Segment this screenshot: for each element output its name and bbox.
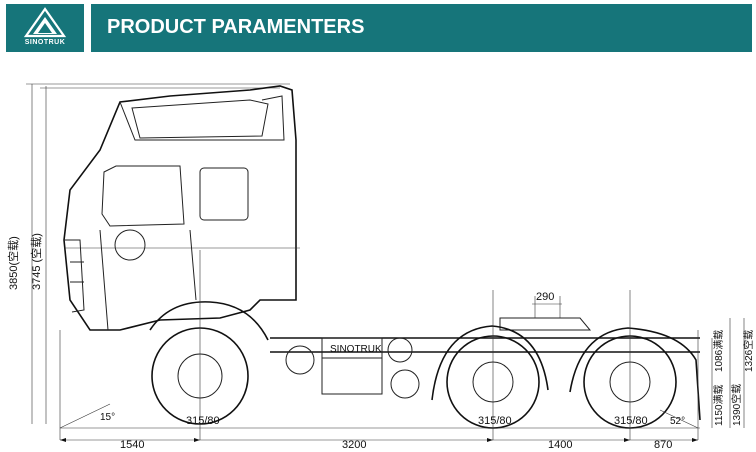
fifth-wheel-height-unladen-label: 1326空载 (742, 330, 755, 372)
departure-angle-label: 52° (670, 416, 685, 427)
brand-name: SINOTRUK (24, 39, 66, 46)
page-header: SINOTRUK PRODUCT PARAMENTERS (0, 0, 756, 56)
frame-height-unladen-label: 1390空载 (730, 384, 743, 426)
frame-height-laden-label: 1150满载 (713, 384, 725, 426)
fuel-tank-label: SINOTRUK (330, 344, 382, 355)
front-overhang-label: 1540 (120, 439, 144, 451)
front-tire-label: 315/80 (186, 415, 220, 427)
rear-tire-label: 315/80 (614, 415, 648, 427)
truck-dimension-drawing: SINOTRUK 3850(空载) 3745 (空载) (6, 83, 755, 451)
sinotruk-emblem-icon (23, 7, 67, 38)
fifth-wheel-height-laden-label: 1086满载 (713, 330, 725, 372)
fifth-wheel-offset-label: 290 (536, 291, 554, 303)
wheelbase-2-label: 1400 (548, 439, 572, 451)
wheelbase-1-label: 3200 (342, 439, 366, 451)
page-title: PRODUCT PARAMENTERS (107, 16, 365, 38)
rear-overhang-label: 870 (654, 439, 672, 451)
middle-tire-label: 315/80 (478, 415, 512, 427)
approach-angle-label: 15° (100, 412, 115, 423)
sinotruk-logo: SINOTRUK (6, 4, 84, 52)
overall-height-label: 3850(空载) (6, 236, 20, 290)
title-bar: PRODUCT PARAMENTERS (91, 4, 752, 52)
cab-height-label: 3745 (空载) (29, 233, 43, 290)
